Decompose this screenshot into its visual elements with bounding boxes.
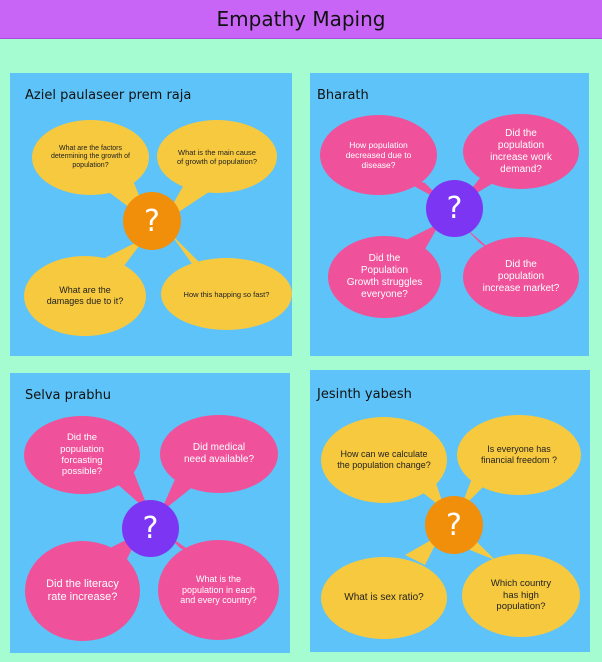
panel-bharath: Bharath How population decreased due to … (310, 73, 589, 356)
question-mark-icon: ? (122, 500, 179, 557)
panel-aziel: Aziel paulaseer prem raja What are the f… (10, 73, 292, 356)
question-bubble: Which country has high population? (462, 554, 580, 637)
panel-selva: Selva prabhu Did the population forcasti… (10, 373, 290, 653)
panel-name: Bharath (317, 88, 369, 103)
question-bubble: What are the damages due to it? (24, 256, 146, 336)
panel-name: Aziel paulaseer prem raja (25, 88, 192, 103)
question-bubble: Did the population forcasting possible? (24, 416, 140, 494)
header-bar: Empathy Maping (0, 0, 602, 39)
question-bubble: Did the Population Growth struggles ever… (328, 236, 441, 318)
panel-name: Jesinth yabesh (317, 387, 412, 402)
page-title: Empathy Maping (216, 7, 386, 31)
question-bubble: What is the population in each and every… (158, 540, 279, 640)
question-bubble: What is the main cause of growth of popu… (157, 120, 277, 193)
question-bubble: Did the population increase market? (463, 237, 579, 317)
question-mark-icon: ? (426, 180, 483, 237)
question-bubble: What are the factors determining the gro… (32, 120, 149, 195)
question-mark-icon: ? (123, 192, 181, 250)
question-bubble: How this happing so fast? (161, 258, 292, 330)
question-bubble: Did the literacy rate increase? (25, 541, 140, 641)
question-bubble: Did medical need available? (160, 415, 278, 493)
question-bubble: Is everyone has financial freedom ? (457, 415, 581, 495)
question-bubble: How can we calculate the population chan… (321, 417, 447, 503)
question-bubble: What is sex ratio? (321, 557, 447, 639)
panel-name: Selva prabhu (25, 388, 111, 403)
question-bubble: How population decreased due to disease? (320, 115, 437, 195)
panel-jesinth: Jesinth yabesh How can we calculate the … (310, 370, 590, 652)
question-mark-icon: ? (425, 496, 483, 554)
question-bubble: Did the population increase work demand? (463, 114, 579, 189)
